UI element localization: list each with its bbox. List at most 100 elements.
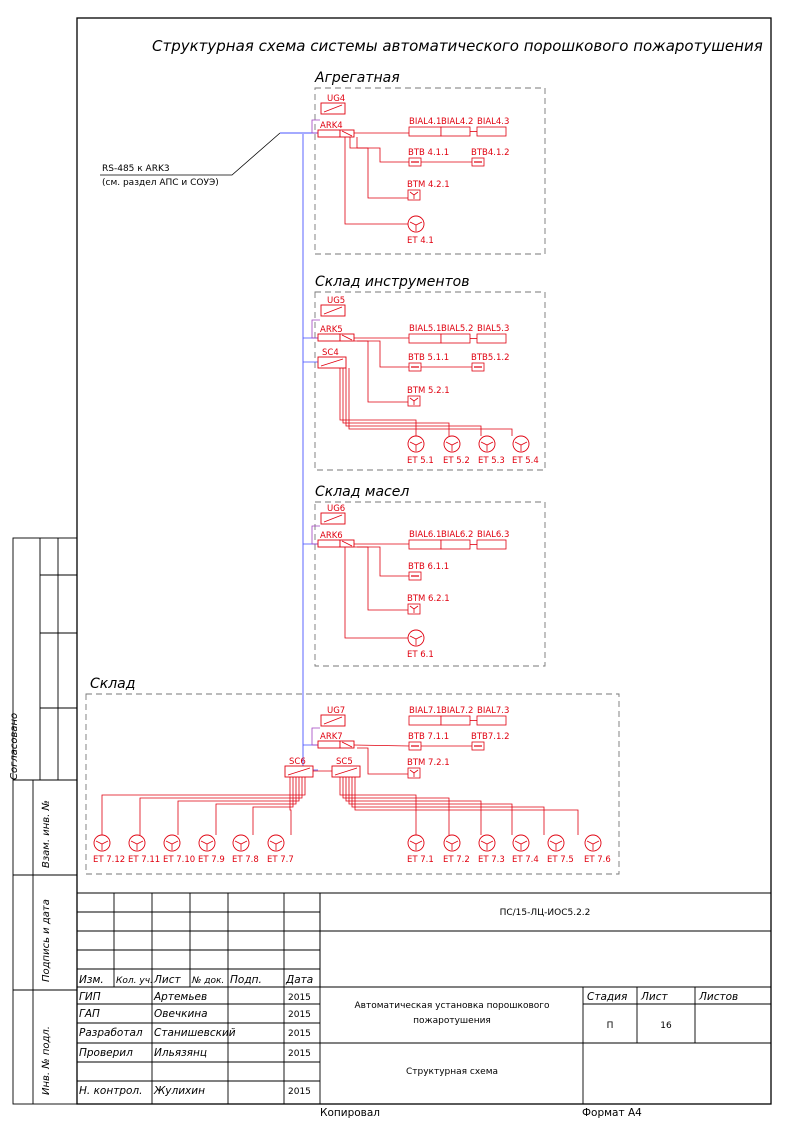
zone-title-oils: Склад масел: [315, 484, 409, 500]
zone-title-warehouse: Склад: [90, 676, 135, 692]
bial-panel: [476, 539, 507, 550]
side-sign-date: Подпись и дата: [41, 899, 52, 982]
stamp-name: Ильязянц: [154, 1047, 207, 1059]
wire: [357, 340, 408, 403]
stamp-role: Разработал: [79, 1027, 143, 1039]
et-label: ET 7.2: [443, 855, 470, 865]
ark-label: ARK4: [320, 121, 343, 131]
sheet-header: Лист: [640, 991, 668, 1003]
et-label: ET 5.2: [443, 456, 470, 466]
bial-label: BIAL6.1: [409, 530, 441, 540]
ug-symbol-slash: [323, 514, 343, 523]
stamp-role: ГАП: [79, 1008, 100, 1020]
btm-label: BTM 7.2.1: [407, 758, 450, 768]
zone-box-aggregate: [314, 87, 546, 255]
et-extinguisher: [163, 834, 181, 852]
bial-panel: [440, 715, 471, 726]
sc-label: SC6: [289, 757, 306, 767]
stamp-header: Дата: [285, 974, 313, 986]
ark-label: ARK7: [320, 732, 343, 742]
wire: [342, 368, 450, 436]
ug-ark-link: [311, 319, 320, 339]
footer-format: Формат А4: [582, 1107, 642, 1119]
stamp-date: 2015: [288, 993, 311, 1003]
sheet-title: Структурная схема системы автоматическог…: [152, 37, 763, 55]
footer-copied: Копировал: [320, 1107, 380, 1119]
object-name-line2: пожаротушения: [413, 1016, 491, 1026]
btb-label: BTB 4.1.1: [408, 148, 449, 158]
stamp-role: Проверил: [79, 1047, 133, 1059]
wire: [356, 137, 408, 199]
ark-terminal-mark: [341, 334, 353, 341]
et-label: ET 6.1: [407, 650, 434, 660]
ark-label: ARK5: [320, 325, 343, 335]
wire: [344, 137, 408, 225]
wire: [348, 777, 513, 835]
wire: [215, 777, 297, 835]
ug-ark-link: [311, 525, 320, 545]
btb-label: BTB 5.1.1: [408, 353, 449, 363]
wire: [357, 747, 408, 775]
stamp-header: Подп.: [230, 974, 262, 986]
sc-symbol-slash: [287, 767, 311, 776]
wire: [252, 777, 294, 835]
wire: [139, 777, 303, 835]
ug-symbol-slash: [323, 306, 343, 315]
wire: [354, 546, 409, 577]
bial-label: BIAL5.3: [477, 324, 509, 334]
wire: [101, 777, 306, 835]
bial-panel: [476, 126, 507, 137]
stamp-date: 2015: [288, 1010, 311, 1020]
ug-ark-link: [311, 727, 320, 746]
btm-label: BTM 4.2.1: [407, 180, 450, 190]
stage-header: Стадия: [587, 991, 627, 1003]
stamp-header: Изм.: [79, 974, 104, 986]
et-label: ET 7.6: [584, 855, 611, 865]
wire: [177, 777, 300, 835]
wire: [339, 368, 417, 436]
zone-title-aggregate: Агрегатная: [314, 70, 400, 86]
stamp-role: Н. контрол.: [79, 1085, 142, 1097]
et-label: ET 7.11: [128, 855, 160, 865]
wire: [349, 137, 409, 163]
bial-label: BIAL6.2: [441, 530, 473, 540]
bial-label: BIAL4.2: [441, 117, 473, 127]
et-label: ET 7.4: [512, 855, 539, 865]
wire: [339, 777, 417, 835]
ark-module: [317, 740, 341, 749]
zone-title-tools: Склад инструментов: [315, 274, 469, 290]
object-name-line1: Автоматическая установка порошкового: [354, 1001, 550, 1011]
wire: [344, 547, 408, 639]
bial-label: BIAL7.2: [441, 706, 473, 716]
ug-symbol-slash: [323, 104, 343, 113]
bial-panel: [440, 539, 471, 550]
bial-label: BIAL6.3: [477, 530, 509, 540]
et-label: ET 7.3: [478, 855, 505, 865]
ark-terminal-mark: [341, 741, 353, 748]
wire: [345, 777, 482, 835]
drawing-name: Структурная схема: [406, 1067, 498, 1077]
et-label: ET 7.9: [198, 855, 225, 865]
zone-box-warehouse: [85, 693, 620, 875]
ug-symbol-slash: [323, 716, 343, 725]
et-label: ET 7.5: [547, 855, 574, 865]
ark-terminal-mark: [341, 130, 353, 137]
bial-label: BIAL4.1: [409, 117, 441, 127]
sc-symbol-slash: [320, 358, 344, 367]
ark-module: [317, 539, 341, 548]
et-extinguisher: [267, 834, 285, 852]
bial-panel: [476, 333, 507, 344]
stamp-header: № док.: [191, 976, 224, 986]
ark-module: [317, 333, 341, 342]
wire: [351, 777, 545, 835]
ark-module: [317, 129, 341, 138]
sc-label: SC5: [336, 757, 353, 767]
et-extinguisher: [443, 834, 461, 852]
stamp-header: Лист: [153, 974, 181, 986]
et-extinguisher: [512, 834, 530, 852]
bial-panel: [408, 126, 442, 137]
doc-code: ПС/15-ЛЦ-ИОС5.2.2: [500, 908, 591, 918]
stamp-date: 2015: [288, 1087, 311, 1097]
stamp-header: Кол. уч.: [116, 976, 153, 986]
wire: [354, 340, 409, 368]
